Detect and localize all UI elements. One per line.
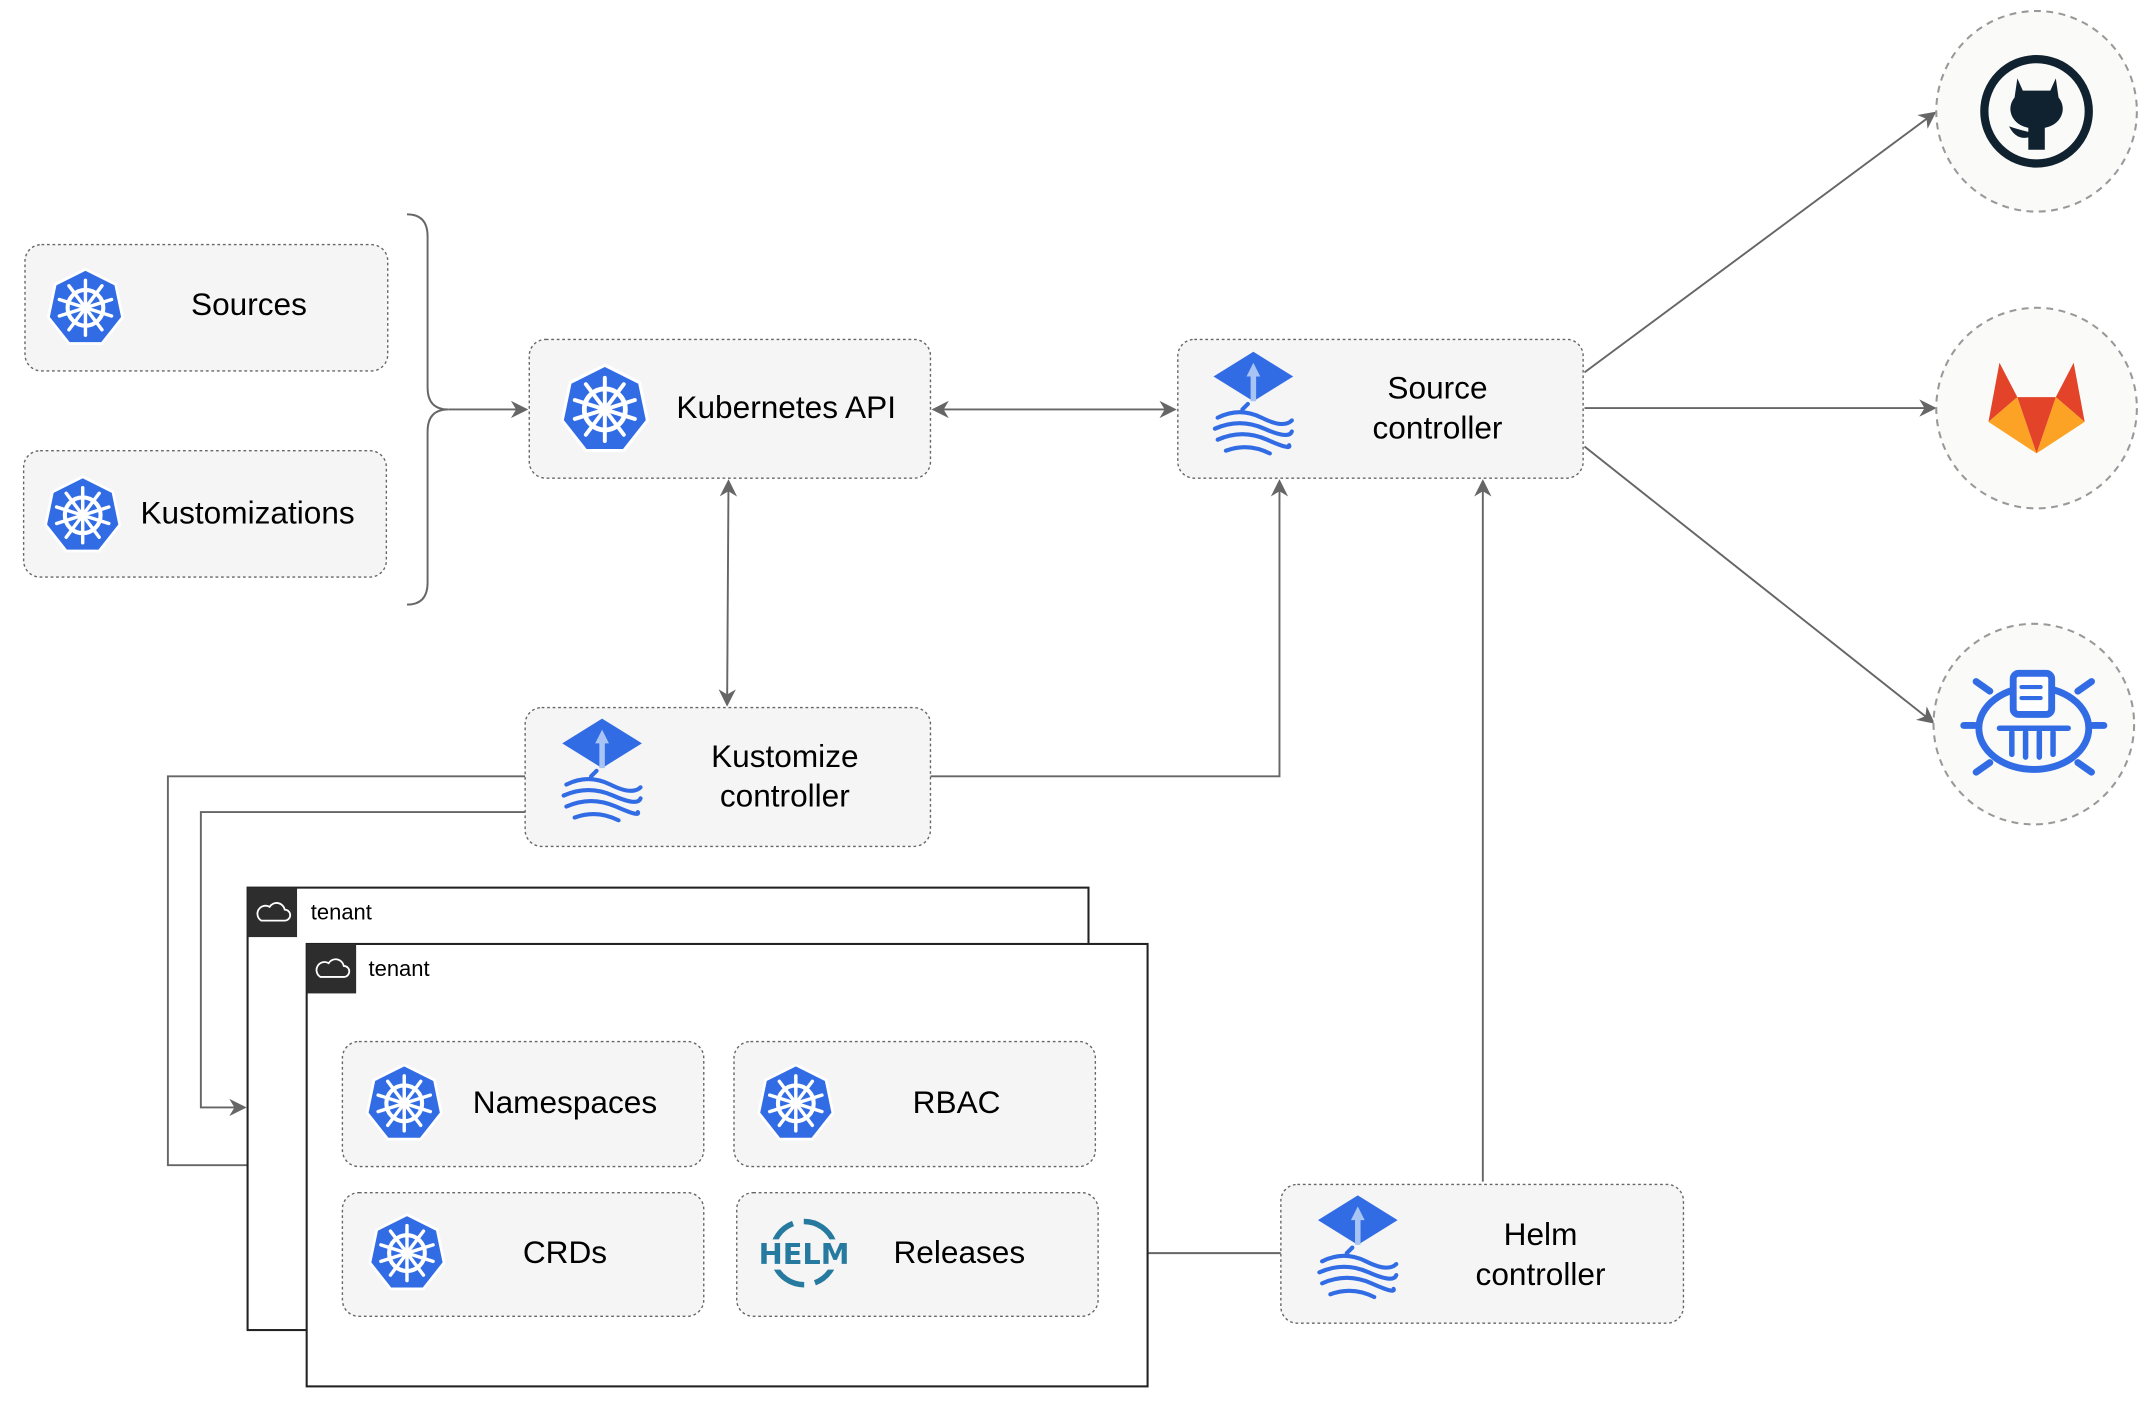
- helm-repository-icon: [1960, 669, 2108, 776]
- gitlab-source[interactable]: [1935, 306, 2138, 510]
- node-label: controller: [720, 778, 850, 814]
- github-source[interactable]: [1935, 9, 2138, 213]
- node-rbac[interactable]: RBAC: [733, 1040, 1097, 1168]
- cloud-icon: [315, 958, 351, 978]
- node-sources[interactable]: Sources: [24, 243, 389, 372]
- node-label: Source: [1387, 370, 1487, 406]
- node-label: Kustomizations: [140, 495, 354, 531]
- gitlab-icon: [1988, 362, 2085, 454]
- edge-kustomize-to-tenant-front: [166, 775, 526, 1174]
- node-label: Sources: [191, 286, 307, 322]
- node-label: Kustomize: [711, 738, 858, 774]
- node-namespaces[interactable]: Namespaces: [341, 1040, 705, 1168]
- node-label: Releases: [893, 1234, 1025, 1270]
- node-label: controller: [1373, 409, 1503, 445]
- edge-source-to-github: [1583, 111, 1937, 374]
- svg-text:HELM: HELM: [759, 1237, 850, 1271]
- edge-source-to-helm-repo: [1583, 445, 1935, 724]
- tenant-label: tenant: [369, 956, 430, 981]
- node-label: Namespaces: [473, 1084, 657, 1120]
- tenant-front[interactable]: tenant Namespaces RBAC CRDs HELM Release…: [305, 942, 1149, 1388]
- grouping-brace: [406, 213, 449, 606]
- node-source-controller[interactable]: Source controller: [1177, 338, 1584, 479]
- node-kustomizations[interactable]: Kustomizations: [22, 449, 388, 578]
- node-label: controller: [1476, 1256, 1606, 1292]
- helm-repository-source[interactable]: [1932, 622, 2136, 826]
- node-kubernetes-api[interactable]: Kubernetes API: [528, 338, 932, 479]
- edge-kustomize-to-tenant-back: [199, 811, 526, 1117]
- node-kustomize-controller[interactable]: Kustomize controller: [524, 706, 932, 848]
- tenant-label: tenant: [311, 900, 372, 925]
- github-icon: [1980, 54, 2093, 168]
- node-label: Helm: [1504, 1216, 1578, 1252]
- node-label: Kubernetes API: [676, 389, 896, 425]
- helm-icon: HELM: [755, 1218, 853, 1288]
- edge-api-kustomize-controller: [718, 479, 738, 707]
- node-releases[interactable]: HELM Releases: [736, 1191, 1099, 1318]
- node-helm-controller[interactable]: Helm controller: [1280, 1183, 1685, 1324]
- cloud-icon: [256, 902, 291, 922]
- node-label: CRDs: [523, 1234, 607, 1270]
- node-crds[interactable]: CRDs: [341, 1191, 705, 1318]
- node-label: RBAC: [913, 1084, 1001, 1120]
- edge-kustomize-to-source: [930, 479, 1289, 778]
